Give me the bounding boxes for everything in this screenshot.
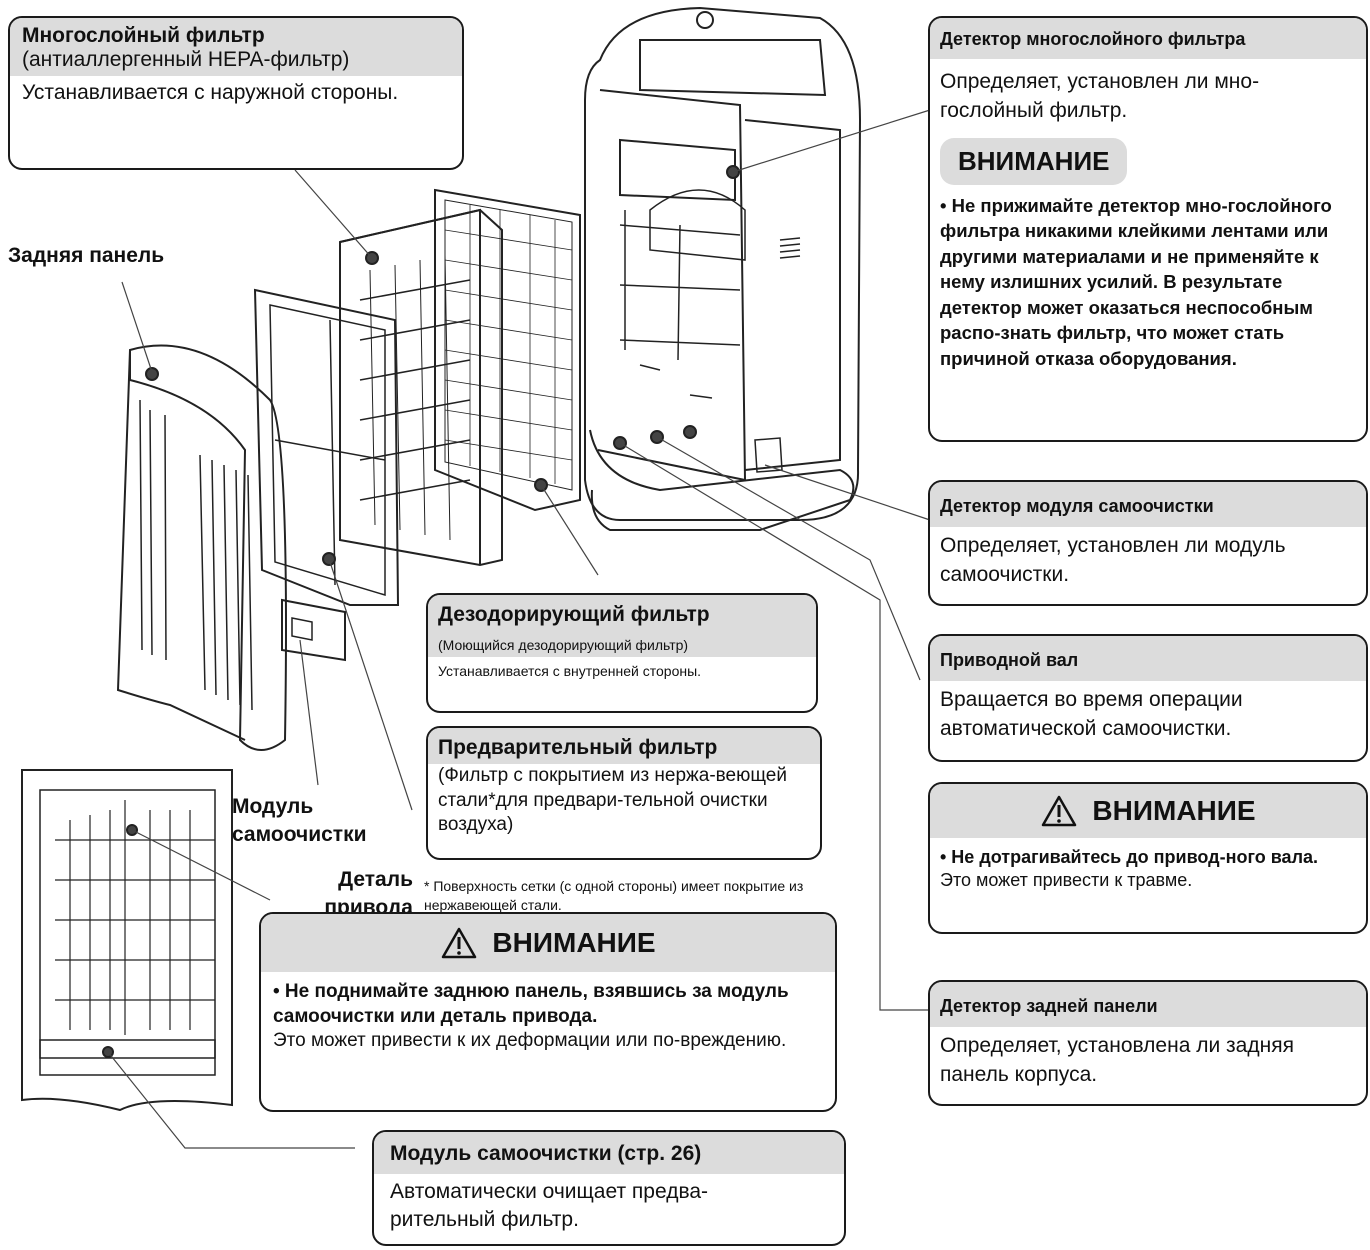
deodor-filter-subtitle: (Моющийся дезодорирующий фильтр)	[438, 637, 689, 653]
prefilter-illustration	[253, 288, 400, 606]
caution-center-header: ВНИМАНИЕ	[261, 914, 835, 972]
multilayer-filter-callout: Многослойный фильтр (антиаллергенный HEP…	[8, 16, 464, 170]
self-clean-part-illustration	[281, 598, 346, 662]
caution-shaft-title: ВНИМАНИЕ	[1092, 795, 1256, 826]
detector-selfclean-callout: Детектор модуля самоочистки Определяет, …	[928, 480, 1368, 606]
prefilter-callout: Предварительный фильтр (Фильтр с покрыти…	[426, 726, 822, 860]
caution-shaft-text: Это может привести к травме.	[940, 870, 1193, 891]
caution-center-text: Это может привести к их деформации или п…	[273, 1030, 787, 1052]
caution-shaft-bold: • Не дотрагивайтесь до привод-ного вала.	[940, 847, 1319, 867]
detector-multilayer-callout: Детектор многослойного фильтра Определяе…	[928, 16, 1368, 442]
drive-shaft-title: Приводной вал	[930, 636, 1366, 681]
multilayer-filter-subtitle: (антиаллергенный HEPA-фильтр)	[22, 48, 350, 71]
detector-multilayer-body: Определяет, установлен ли мно-гослойный …	[940, 70, 1260, 123]
self-clean-module-body: Автоматически очищает предва-рительный ф…	[390, 1180, 709, 1232]
deodor-filter-callout: Дезодорирующий фильтр (Моющийся дезодори…	[426, 593, 818, 713]
main-unit-illustration	[584, 6, 862, 531]
prefilter-title: Предварительный фильтр	[428, 728, 820, 764]
caution-center-bold: • Не поднимайте заднюю панель, взявшись …	[273, 981, 789, 1027]
caution-shaft-box: ВНИМАНИЕ • Не дотрагивайтесь до привод-н…	[928, 782, 1368, 934]
self-clean-module-callout: Модуль самоочистки (стр. 26) Автоматичес…	[372, 1130, 846, 1246]
multilayer-filter-header: Многослойный фильтр (антиаллергенный HEP…	[10, 18, 462, 76]
detector-rear-callout: Детектор задней панели Определяет, устан…	[928, 980, 1368, 1106]
multilayer-filter-illustration	[339, 208, 503, 567]
detector-multilayer-caution-text: • Не прижимайте детектор мно-гослойного …	[940, 194, 1332, 369]
caution-center-box: ВНИМАНИЕ • Не поднимайте заднюю панель, …	[259, 912, 837, 1112]
rear-panel-label: Задняя панель	[8, 244, 165, 267]
self-clean-label: Модуль самоочистки	[232, 795, 367, 847]
deodorizing-filter-illustration	[434, 188, 581, 512]
deodor-filter-title: Дезодорирующий фильтр	[438, 603, 710, 626]
drive-shaft-callout: Приводной вал Вращается во время операци…	[928, 634, 1368, 762]
prefilter-body: (Фильтр с покрытием из нержа-веющей стал…	[438, 765, 787, 836]
detector-rear-title: Детектор задней панели	[930, 982, 1366, 1027]
detector-multilayer-title: Детектор многослойного фильтра	[930, 18, 1366, 59]
deodor-filter-body: Устанавливается с внутренней стороны.	[438, 663, 702, 679]
warning-triangle-icon	[1042, 795, 1077, 827]
drive-shaft-body: Вращается во время операции автоматическ…	[940, 688, 1243, 741]
rear-panel-illustration	[116, 344, 287, 751]
self-clean-module-title: Модуль самоочистки (стр. 26)	[374, 1132, 844, 1174]
detector-selfclean-title: Детектор модуля самоочистки	[930, 482, 1366, 527]
caution-center-title: ВНИМАНИЕ	[492, 927, 656, 958]
leader-lines	[107, 109, 931, 1149]
detector-selfclean-body: Определяет, установлен ли модуль самоочи…	[940, 534, 1286, 587]
multilayer-filter-body: Устанавливается с наружной стороны.	[22, 81, 399, 104]
multilayer-filter-title: Многослойный фильтр	[22, 24, 265, 47]
footnote: * Поверхность сетки (с одной стороны) им…	[424, 878, 804, 913]
deodor-filter-header: Дезодорирующий фильтр (Моющийся дезодори…	[428, 595, 816, 657]
caution-shaft-header: ВНИМАНИЕ	[930, 784, 1366, 838]
detector-rear-body: Определяет, установлена ли задняя панель…	[940, 1034, 1294, 1087]
rear-panel-back-illustration	[21, 769, 233, 1112]
warning-triangle-icon	[442, 927, 477, 959]
detector-multilayer-caution-title: ВНИМАНИЕ	[940, 137, 1128, 185]
